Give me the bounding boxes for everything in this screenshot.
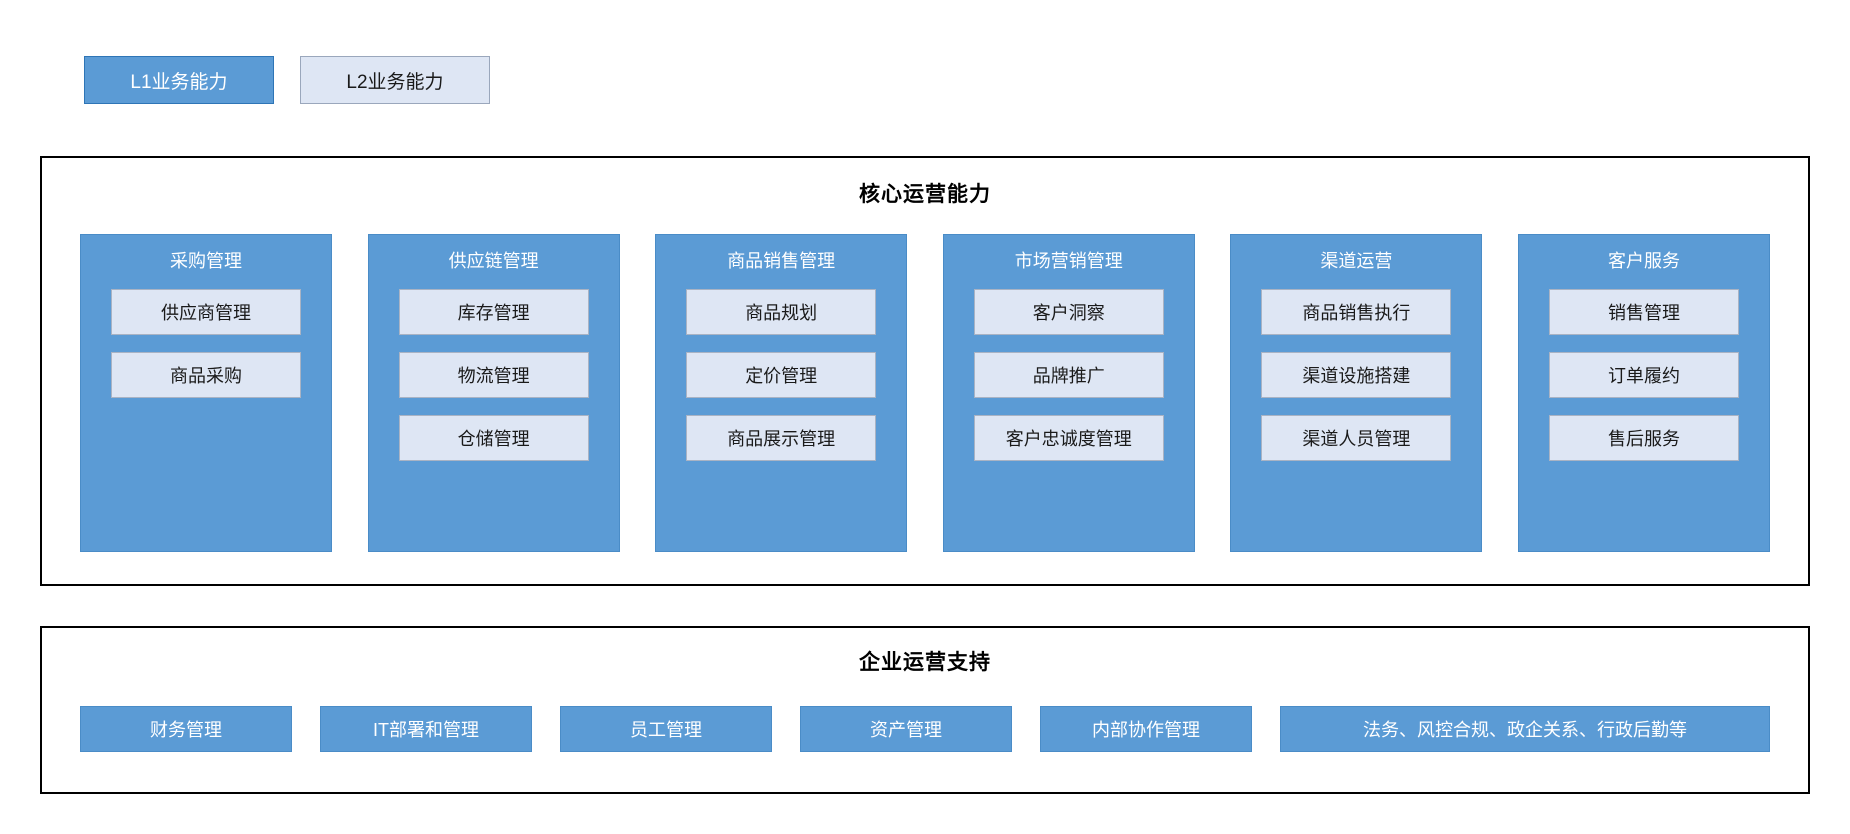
l2-item[interactable]: 客户忠诚度管理 xyxy=(973,415,1164,461)
legend-l2-label: L2业务能力 xyxy=(346,71,444,93)
l2-list: 商品规划 定价管理 商品展示管理 xyxy=(656,289,906,461)
l1-column-supply-chain[interactable]: 供应链管理 库存管理 物流管理 仓储管理 xyxy=(367,234,620,552)
core-operations-panel: 核心运营能力 采购管理 供应商管理 商品采购 供应链管理 库存管理 物流管理 仓… xyxy=(40,156,1810,586)
l2-item[interactable]: 售后服务 xyxy=(1548,415,1739,461)
l1-title: 供应链管理 xyxy=(448,251,539,271)
support-capability-row: 财务管理 IT部署和管理 员工管理 资产管理 内部协作管理 法务、风控合规、政企… xyxy=(42,706,1808,752)
legend-l1-label: L1业务能力 xyxy=(130,71,228,93)
core-capability-columns: 采购管理 供应商管理 商品采购 供应链管理 库存管理 物流管理 仓储管理 商品销… xyxy=(42,234,1808,552)
l2-list: 销售管理 订单履约 售后服务 xyxy=(1519,289,1769,461)
support-item-it[interactable]: IT部署和管理 xyxy=(320,706,532,752)
l2-item[interactable]: 渠道设施搭建 xyxy=(1261,352,1452,398)
l2-item[interactable]: 订单履约 xyxy=(1548,352,1739,398)
l2-list: 商品销售执行 渠道设施搭建 渠道人员管理 xyxy=(1231,289,1481,461)
legend-item-l2: L2业务能力 xyxy=(300,56,490,104)
l1-column-procurement[interactable]: 采购管理 供应商管理 商品采购 xyxy=(80,234,332,552)
legend-item-l1: L1业务能力 xyxy=(84,56,274,104)
l2-item[interactable]: 商品展示管理 xyxy=(686,415,877,461)
enterprise-support-panel: 企业运营支持 财务管理 IT部署和管理 员工管理 资产管理 内部协作管理 法务、… xyxy=(40,626,1810,794)
support-panel-title: 企业运营支持 xyxy=(859,651,991,674)
l1-title: 采购管理 xyxy=(170,251,242,271)
l2-item[interactable]: 销售管理 xyxy=(1548,289,1739,335)
support-item-finance[interactable]: 财务管理 xyxy=(80,706,292,752)
l2-item[interactable]: 品牌推广 xyxy=(973,352,1164,398)
l2-item[interactable]: 渠道人员管理 xyxy=(1261,415,1452,461)
l2-list: 客户洞察 品牌推广 客户忠诚度管理 xyxy=(944,289,1194,461)
l2-item[interactable]: 客户洞察 xyxy=(973,289,1164,335)
l1-title: 客户服务 xyxy=(1607,251,1680,271)
l2-item[interactable]: 供应商管理 xyxy=(111,289,301,335)
legend: L1业务能力 L2业务能力 xyxy=(84,56,490,104)
l1-column-marketing[interactable]: 市场营销管理 客户洞察 品牌推广 客户忠诚度管理 xyxy=(942,234,1195,552)
l2-item[interactable]: 商品采购 xyxy=(111,352,301,398)
l1-title: 市场营销管理 xyxy=(1014,251,1123,271)
l2-item[interactable]: 定价管理 xyxy=(686,352,877,398)
l2-item[interactable]: 商品销售执行 xyxy=(1261,289,1452,335)
l2-list: 库存管理 物流管理 仓储管理 xyxy=(369,289,619,461)
l2-item[interactable]: 商品规划 xyxy=(686,289,877,335)
l1-column-customer-service[interactable]: 客户服务 销售管理 订单履约 售后服务 xyxy=(1517,234,1770,552)
l1-column-merchandise-sales[interactable]: 商品销售管理 商品规划 定价管理 商品展示管理 xyxy=(655,234,908,552)
l1-column-channel-operations[interactable]: 渠道运营 商品销售执行 渠道设施搭建 渠道人员管理 xyxy=(1230,234,1483,552)
support-item-legal-compliance[interactable]: 法务、风控合规、政企关系、行政后勤等 xyxy=(1280,706,1770,752)
l1-title: 渠道运营 xyxy=(1320,251,1393,271)
l2-list: 供应商管理 商品采购 xyxy=(81,289,331,398)
l2-item[interactable]: 物流管理 xyxy=(398,352,589,398)
l2-item[interactable]: 库存管理 xyxy=(398,289,589,335)
l2-item[interactable]: 仓储管理 xyxy=(398,415,589,461)
core-panel-title: 核心运营能力 xyxy=(859,183,991,206)
l1-title: 商品销售管理 xyxy=(727,251,836,271)
support-item-employee[interactable]: 员工管理 xyxy=(560,706,772,752)
support-item-asset[interactable]: 资产管理 xyxy=(800,706,1012,752)
support-item-internal-collaboration[interactable]: 内部协作管理 xyxy=(1040,706,1252,752)
